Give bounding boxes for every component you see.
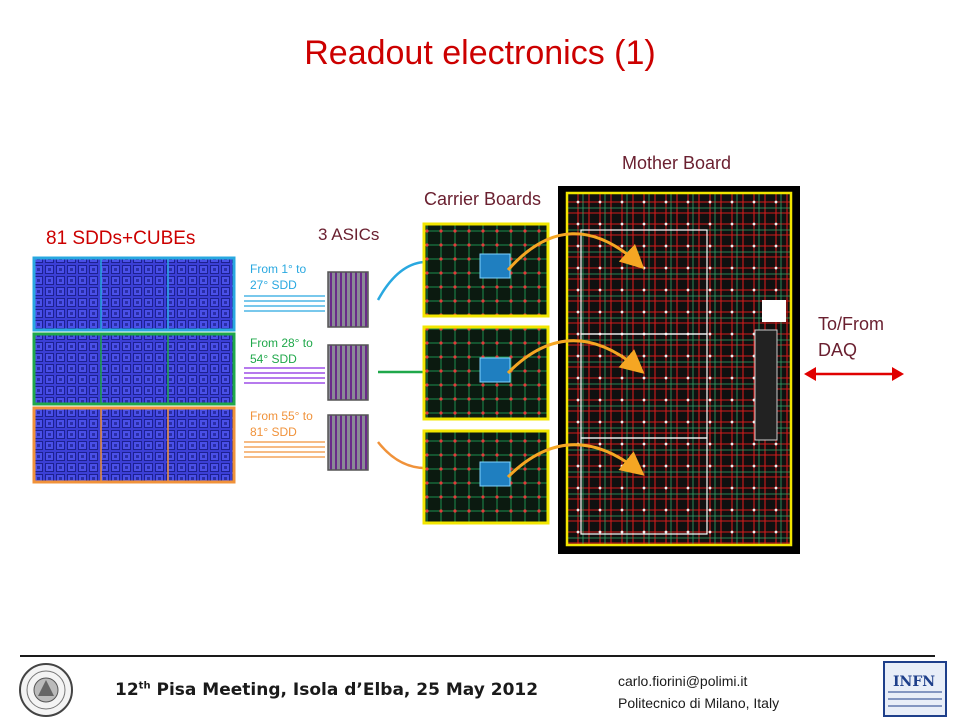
contact-info: carlo.fiorini@polimi.it Politecnico di M… — [618, 670, 779, 714]
sdd-group-1 — [32, 256, 236, 332]
conference-number-suffix: th — [138, 680, 151, 692]
daq-label-line2: DAQ — [818, 340, 857, 360]
sdd-label: 81 SDDs+CUBEs — [46, 228, 195, 249]
asic-chip-2 — [327, 344, 369, 401]
conference-text: Pisa Meeting, Isola d’Elba, 25 May 2012 — [150, 680, 539, 700]
group-2-range-line1: From 28° to — [250, 336, 313, 350]
carrier-boards-label: Carrier Boards — [424, 189, 541, 209]
svg-text:INFN: INFN — [893, 674, 935, 690]
slide-title: Readout electronics (1) — [304, 34, 656, 72]
carrier-board-2 — [422, 325, 550, 421]
sdd-group-3 — [32, 406, 236, 484]
sdd-group-2 — [32, 332, 236, 406]
daq-label-line1: To/From — [818, 314, 884, 334]
asic-to-carrier-arrow-3 — [377, 441, 431, 470]
footer-divider — [20, 655, 935, 657]
mother-board-label: Mother Board — [622, 153, 731, 173]
mother-board — [558, 186, 800, 554]
group-3-range-line1: From 55° to — [250, 409, 313, 423]
carrier-to-mother-arrow-1 — [506, 232, 645, 271]
carrier-to-mother-arrow-2 — [506, 339, 645, 375]
asic-chip-1 — [327, 271, 369, 328]
group-2-range-line2: 54° SDD — [250, 352, 297, 366]
carrier-board-1 — [422, 222, 550, 318]
contact-email: carlo.fiorini@polimi.it — [618, 673, 748, 689]
infn-logo: INFN — [883, 661, 947, 717]
daq-double-arrow — [804, 367, 904, 381]
asic-chip-3 — [327, 414, 369, 471]
polimi-seal-logo — [19, 663, 73, 717]
asic-label: 3 ASICs — [318, 225, 379, 244]
asic-to-carrier-arrow-1 — [376, 260, 431, 301]
group-1-range-line1: From 1° to — [250, 262, 306, 276]
conference-info: 12th Pisa Meeting, Isola d’Elba, 25 May … — [115, 680, 538, 700]
group-3-range-line2: 81° SDD — [250, 425, 297, 439]
sdd-to-asic-arrows — [244, 295, 325, 458]
carrier-to-mother-arrow-3 — [506, 443, 645, 479]
group-1-range-line2: 27° SDD — [250, 278, 297, 292]
conference-number: 12 — [115, 680, 139, 700]
carrier-board-3 — [422, 429, 550, 525]
contact-institution: Politecnico di Milano, Italy — [618, 695, 780, 711]
